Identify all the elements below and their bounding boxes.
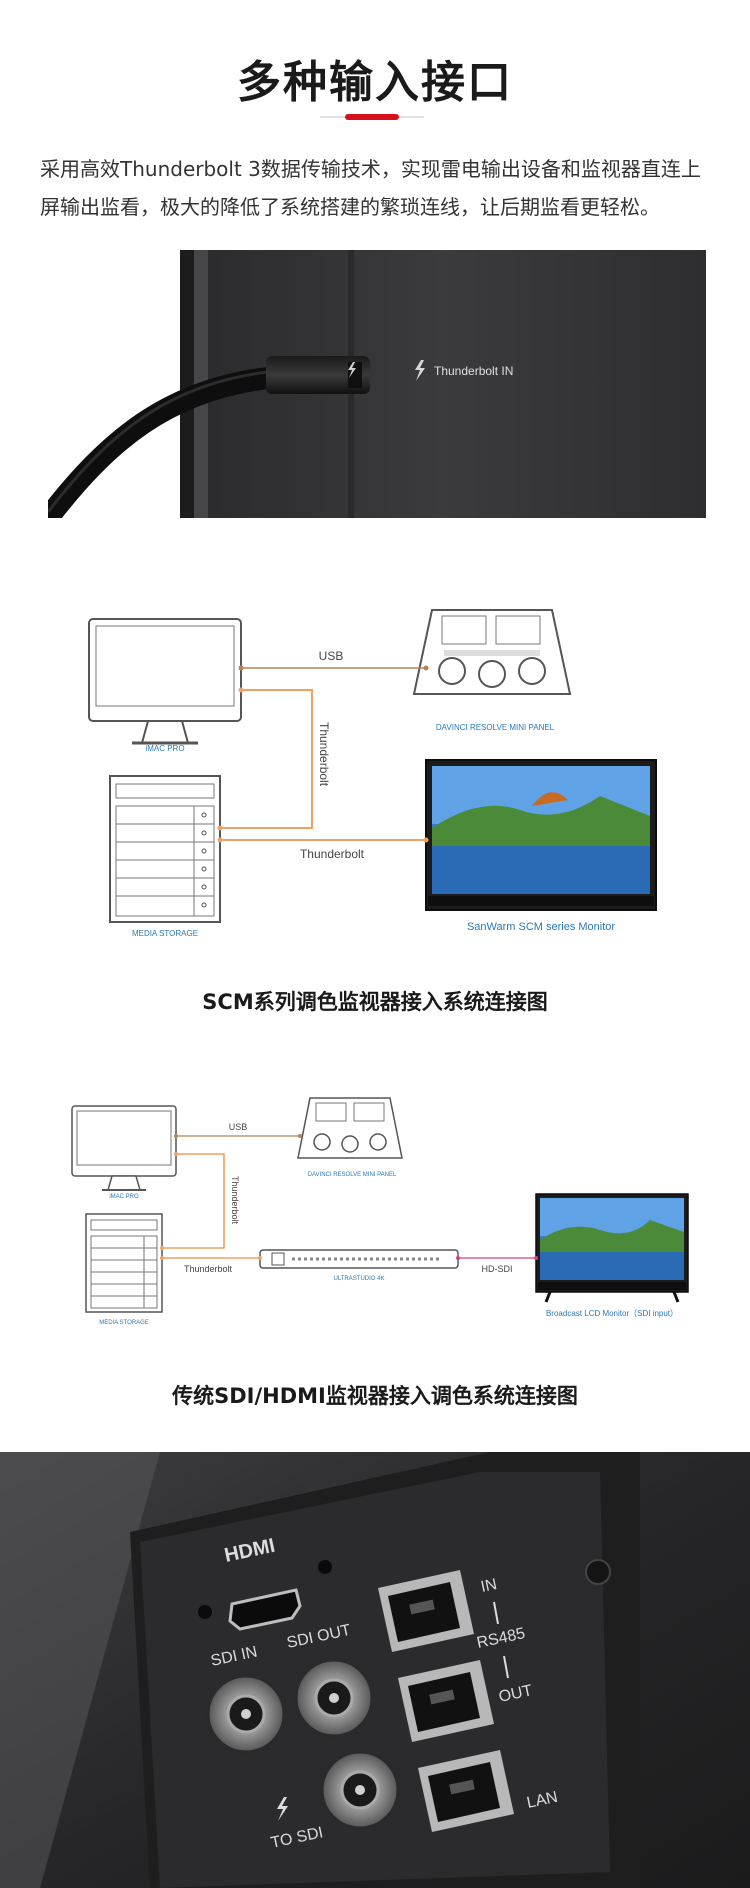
thunderbolt-icon bbox=[277, 1797, 288, 1821]
thunderbolt-vertical-label: Thunderbolt bbox=[230, 1176, 240, 1225]
title-accent-bar bbox=[345, 114, 399, 120]
imac-icon bbox=[71, 1105, 177, 1191]
connection-lines bbox=[217, 665, 429, 843]
scm-monitor-icon bbox=[425, 759, 657, 911]
hdmi-port bbox=[228, 1588, 302, 1631]
rs485-in-port bbox=[378, 1570, 474, 1652]
port-panel-photo: HDMI SDI IN SDI OUT TO SDI bbox=[0, 1452, 750, 1888]
sdi-in-port bbox=[206, 1674, 286, 1754]
usb-label: USB bbox=[229, 1122, 248, 1132]
monitor-label: SanWarm SCM series Monitor bbox=[467, 921, 615, 933]
lan-port bbox=[418, 1750, 514, 1832]
rs485-out-port bbox=[398, 1660, 494, 1742]
diagram2-caption: 传统SDI/HDMI监视器接入调色系统连接图 bbox=[172, 1384, 578, 1408]
panel-label: DAVINCI RESOLVE MINI PANEL bbox=[436, 723, 555, 732]
hdsdi-label: HD-SDI bbox=[482, 1264, 513, 1274]
thunderbolt-vertical-label: Thunderbolt bbox=[317, 722, 331, 787]
to-sdi-port bbox=[320, 1750, 400, 1830]
ultrastudio-icon bbox=[259, 1249, 459, 1269]
thunderbolt-in-label: Thunderbolt IN bbox=[434, 364, 513, 378]
description-text: 采用高效Thunderbolt 3数据传输技术，实现雷电输出设备和监视器直连上屏… bbox=[40, 157, 701, 219]
lan-label: LAN bbox=[525, 1789, 559, 1812]
out-label: OUT bbox=[497, 1682, 534, 1706]
diagram-sdi-system: iMAC PRO MEDIA STORAGE DAVINCI RESOLVE M… bbox=[60, 1090, 700, 1335]
imac-label: iMAC PRO bbox=[145, 744, 184, 753]
in-label: IN bbox=[479, 1576, 498, 1596]
imac-label: iMAC PRO bbox=[109, 1194, 139, 1200]
connection-lines bbox=[160, 1134, 538, 1260]
diagram1-caption: SCM系列调色监视器接入系统连接图 bbox=[202, 990, 548, 1014]
page-title: 多种输入接口 bbox=[237, 57, 513, 108]
thunderbolt-horizontal-label: Thunderbolt bbox=[184, 1264, 233, 1274]
thunderbolt-port-photo: Thunderbolt IN bbox=[48, 250, 706, 518]
thunderbolt-horizontal-label: Thunderbolt bbox=[300, 847, 365, 861]
media-storage-icon bbox=[85, 1213, 163, 1313]
media-storage-icon bbox=[109, 775, 221, 923]
sdi-out-port bbox=[294, 1658, 374, 1738]
storage-label: MEDIA STORAGE bbox=[132, 929, 198, 938]
monitor-label: Broadcast LCD Monitor（SDI input） bbox=[546, 1309, 678, 1318]
thunderbolt-icon bbox=[415, 360, 425, 381]
diagram-scm-system: iMAC PRO MEDIA STORAGE bbox=[80, 596, 680, 946]
broadcast-monitor-icon bbox=[535, 1193, 689, 1303]
panel-label: DAVINCI RESOLVE MINI PANEL bbox=[308, 1172, 397, 1178]
davinci-panel-icon bbox=[412, 609, 572, 695]
usb-label: USB bbox=[319, 649, 344, 663]
storage-label: MEDIA STORAGE bbox=[99, 1320, 149, 1326]
ultrastudio-label: ULTRASTUDIO 4K bbox=[334, 1276, 385, 1282]
imac-icon bbox=[88, 618, 242, 745]
thunderbolt-plug-icon bbox=[348, 362, 356, 378]
davinci-panel-icon bbox=[297, 1097, 403, 1159]
